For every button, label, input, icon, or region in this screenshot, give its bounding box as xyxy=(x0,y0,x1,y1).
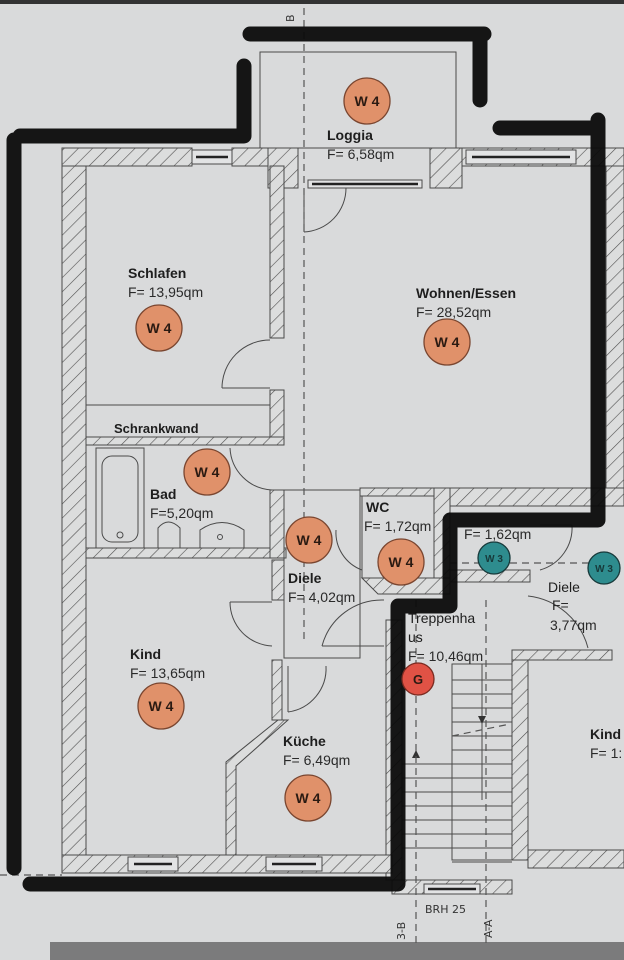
room-area-schlafen: F= 13,95qm xyxy=(128,284,203,300)
badge-kueche[interactable]: W 4 xyxy=(284,774,332,822)
room-area-wohnen: F= 28,52qm xyxy=(416,304,491,320)
wall-kind-right-lower xyxy=(271,659,283,721)
badge-label: W 3 xyxy=(595,564,613,575)
badge-diele[interactable]: W 4 xyxy=(285,516,333,564)
room-area-diele: F= 4,02qm xyxy=(288,589,355,605)
room-area-neighbor-kind: F= 1: xyxy=(590,745,622,761)
badge-label: W 4 xyxy=(389,554,414,570)
door-schlafen xyxy=(221,339,271,389)
room-area-treppenhaus: F= 10,46qm xyxy=(408,648,483,664)
room-area-neighbor-diele-2: 3,77qm xyxy=(550,617,597,633)
wall-schlafen-right xyxy=(269,165,285,339)
badge-label: W 4 xyxy=(355,93,380,109)
door-bad xyxy=(229,447,273,491)
window-schlafen xyxy=(191,149,233,165)
wall-neighbor-top xyxy=(449,487,624,507)
stair-arrow-up xyxy=(412,750,420,758)
badge-bad[interactable]: W 4 xyxy=(183,448,231,496)
badge-label: W 4 xyxy=(435,334,460,350)
badge-label: G xyxy=(413,672,423,687)
window-wohnen xyxy=(465,149,577,165)
door-diele-entrance xyxy=(321,599,385,647)
room-area-neighbor-diele-1: F= xyxy=(552,597,569,613)
wall-right-edge xyxy=(605,165,624,489)
axis-label-top: B xyxy=(284,14,297,22)
schrankwand-box xyxy=(85,404,271,438)
axis-label-bottom-right: A-A xyxy=(482,919,495,938)
room-name-kind: Kind xyxy=(130,646,161,662)
window-label-stair: BRH 25 xyxy=(425,903,466,916)
room-name-diele: Diele xyxy=(288,570,322,586)
wall-bottom-left xyxy=(61,854,393,874)
wall-schrankwand-bottom xyxy=(85,436,285,446)
wall-kind-right xyxy=(271,559,285,601)
loggia-outline xyxy=(259,51,457,149)
wall-neighbor-diele-bottom xyxy=(511,649,613,661)
stair-arrow-down xyxy=(478,716,486,724)
badge-treppenhaus[interactable]: G xyxy=(401,662,435,696)
toilet-icon xyxy=(157,521,181,549)
room-name-kueche: Küche xyxy=(283,733,326,749)
sink-icon xyxy=(199,522,245,549)
stair-cut-line xyxy=(451,723,511,737)
wall-loggia-right-pier xyxy=(429,147,463,189)
badge-label: W 4 xyxy=(195,464,220,480)
badge-label: W 4 xyxy=(149,698,174,714)
room-area-kueche: F= 6,49qm xyxy=(283,752,350,768)
wall-schlafen-right-lower xyxy=(269,389,285,441)
room-area-loggia: F= 6,58qm xyxy=(327,146,394,162)
badge-loggia[interactable]: W 4 xyxy=(343,77,391,125)
door-kueche xyxy=(287,665,327,713)
badge-wc[interactable]: W 4 xyxy=(377,538,425,586)
room-area-bad: F=5,20qm xyxy=(150,505,213,521)
window-kind xyxy=(127,856,179,872)
monitor-bezel-top xyxy=(0,0,624,4)
room-name-neighbor-kind: Kind xyxy=(590,726,621,742)
badge-label: W 4 xyxy=(297,532,322,548)
room-name-bad: Bad xyxy=(150,486,176,502)
bathtub-icon xyxy=(95,447,145,549)
badge-label: W 4 xyxy=(296,790,321,806)
badge-label: W 3 xyxy=(485,554,503,565)
marker-outline xyxy=(6,26,606,892)
badge-neighbor-diele[interactable]: W 3 xyxy=(587,551,621,585)
room-name-loggia: Loggia xyxy=(327,127,373,143)
window-loggia-door xyxy=(307,179,423,189)
badge-schlafen[interactable]: W 4 xyxy=(135,304,183,352)
window-kueche xyxy=(265,856,323,872)
room-name-schlafen: Schlafen xyxy=(128,265,186,281)
badge-kind[interactable]: W 4 xyxy=(137,682,185,730)
room-name-wc: WC xyxy=(366,499,389,515)
wall-left-outer xyxy=(61,147,87,861)
room-name-treppenhaus-2: us xyxy=(408,629,423,645)
room-area-wc: F= 1,72qm xyxy=(364,518,431,534)
door-kind xyxy=(229,601,273,647)
window-stair xyxy=(423,883,481,895)
badge-neighbor-small[interactable]: W 3 xyxy=(477,541,511,575)
wall-stair-right xyxy=(511,649,529,861)
badge-wohnen[interactable]: W 4 xyxy=(423,318,471,366)
wall-bottom-right xyxy=(527,849,624,869)
badge-label: W 4 xyxy=(147,320,172,336)
wall-top-left xyxy=(61,147,193,167)
monitor-bezel-bottom xyxy=(50,942,624,960)
diele-outline xyxy=(283,489,361,659)
room-name-neighbor-diele: Diele xyxy=(548,579,580,595)
wall-bad-right xyxy=(269,489,285,559)
axis-label-bottom-left: 3-B xyxy=(395,922,408,940)
wall-bad-bottom xyxy=(85,547,287,559)
door-neighbor-diele xyxy=(527,595,589,649)
room-name-wohnen: Wohnen/Essen xyxy=(416,285,516,301)
door-wc xyxy=(335,529,363,571)
room-name-treppenhaus-1: Treppenha xyxy=(408,610,475,626)
room-area-kind: F= 13,65qm xyxy=(130,665,205,681)
furniture-label-schrankwand: Schrankwand xyxy=(114,421,199,436)
room-area-neighbor-small: F= 1,62qm xyxy=(464,526,531,542)
